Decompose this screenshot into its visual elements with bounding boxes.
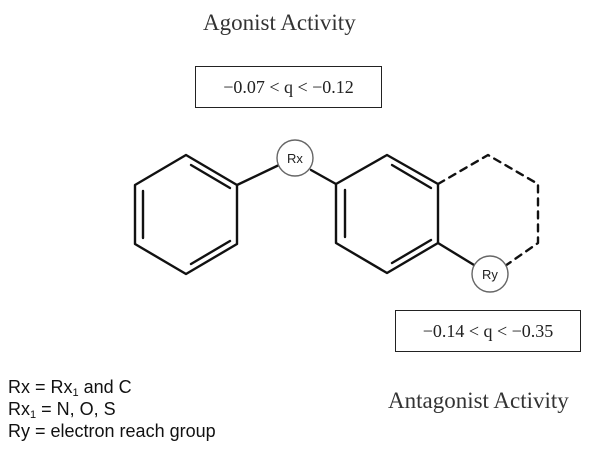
benzene-ring-outline [334,153,440,275]
bond-rx-to-ring [309,168,338,186]
ry-label: Ry [482,267,498,282]
antagonist-q-range-box: −0.14 < q < −0.35 [395,310,581,352]
bond-ring-to-ry [436,241,476,267]
ry-substituent: Ry [471,255,509,293]
phenyl-inner-bond-top [189,163,232,190]
bond-phenyl-to-rx [235,163,281,187]
legend-line-rx: Rx = Rx1 and C [8,376,216,399]
benzene-inner-bond-top [390,163,433,190]
legend-text: and C [78,377,132,397]
legend-text: Rx [8,399,30,419]
legend-text: Rx = Rx [8,377,73,397]
rx-label: Rx [287,151,303,166]
phenyl-ring [133,153,239,276]
legend-text: = N, O, S [36,399,116,419]
phenyl-inner-bond-bottom [189,239,232,266]
rx-circle [276,139,314,177]
rx-substituent: Rx [276,139,314,177]
legend-subscript: 1 [72,387,79,399]
fused-ring-dashed-bonds [436,153,540,268]
ry-circle [471,255,509,293]
antagonist-activity-title: Antagonist Activity [388,388,569,413]
phenyl-ring-outline [133,153,239,276]
legend-line-rx1: Rx1 = N, O, S [8,398,216,421]
agonist-q-range-text: −0.07 < q < −0.12 [223,76,354,97]
agonist-q-range-box: −0.07 < q < −0.12 [195,66,382,108]
agonist-activity-title: Agonist Activity [203,10,356,35]
benzene-inner-bond-bottom [390,238,433,265]
legend-subscript: 1 [30,409,37,421]
legend-text: Ry = electron reach group [8,421,216,441]
antagonist-q-range-text: −0.14 < q < −0.35 [422,320,554,341]
benzene-ring [334,153,440,275]
legend-line-ry: Ry = electron reach group [8,420,216,442]
substituent-legend: Rx = Rx1 and C Rx1 = N, O, S Ry = electr… [8,376,216,442]
